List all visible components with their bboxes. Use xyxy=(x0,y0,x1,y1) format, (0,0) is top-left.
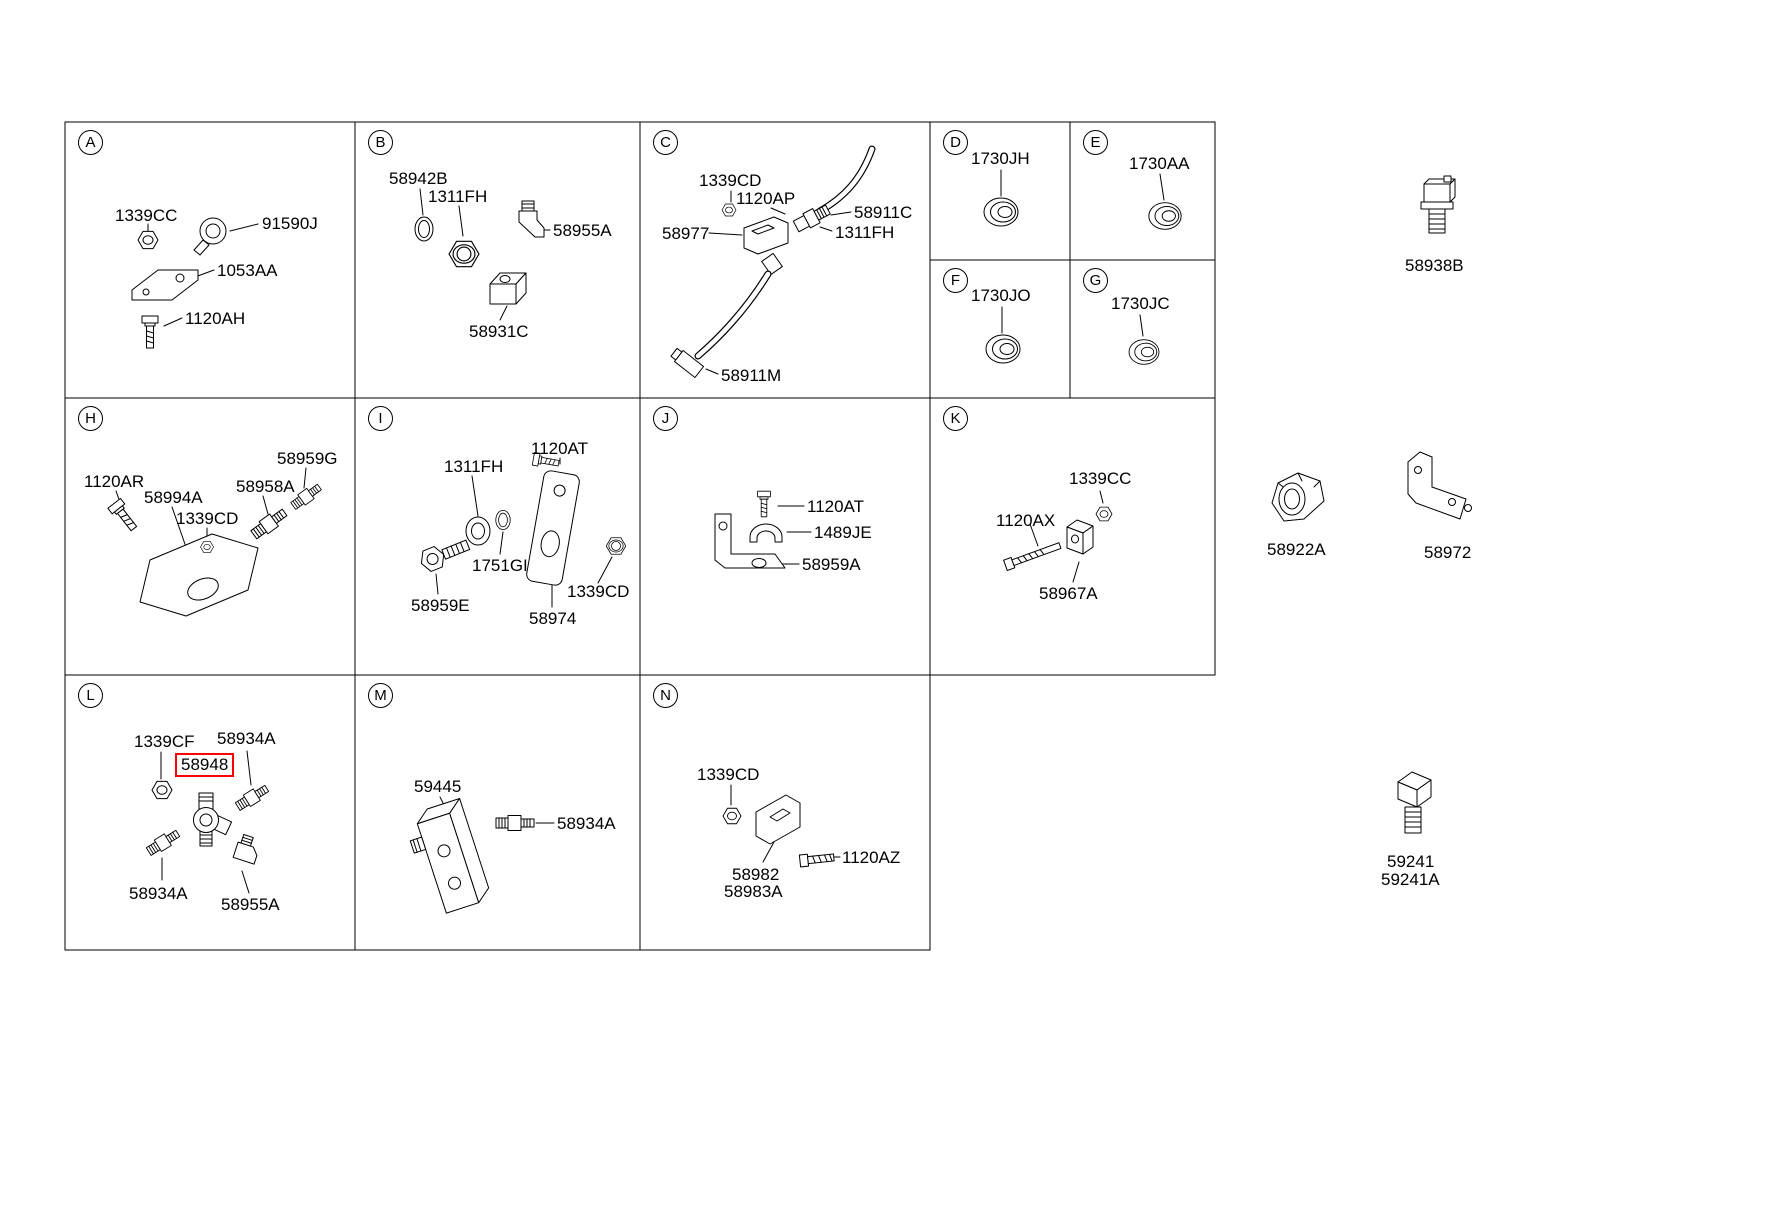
label-k-58967a[interactable]: 58967A xyxy=(1039,584,1098,603)
label-c-1311fh[interactable]: 1311FH xyxy=(835,223,895,242)
label-i-1751gi[interactable]: 1751GI xyxy=(472,556,528,575)
label-b-58955a[interactable]: 58955A xyxy=(553,221,612,240)
grommet-parts xyxy=(983,169,1182,365)
label-b-58931c[interactable]: 58931C xyxy=(469,322,529,341)
cell-letter-e: E xyxy=(1083,130,1108,155)
label-m-58934a[interactable]: 58934A xyxy=(557,814,616,833)
label-58922a[interactable]: 58922A xyxy=(1267,540,1326,559)
loose-parts xyxy=(1271,175,1472,834)
label-l-58955a[interactable]: 58955A xyxy=(221,895,280,914)
label-h-58958a[interactable]: 58958A xyxy=(236,477,295,496)
label-i-1120at[interactable]: 1120AT xyxy=(531,439,589,458)
grid-lines xyxy=(64,121,1216,951)
label-f-1730jo[interactable]: 1730JO xyxy=(971,286,1031,305)
cell-letter-a: A xyxy=(78,130,103,155)
label-c-58911m[interactable]: 58911M xyxy=(721,366,782,385)
label-a-1053aa[interactable]: 1053AA xyxy=(217,261,278,280)
cell-letter-k: K xyxy=(943,406,968,431)
label-n-58982[interactable]: 58982 xyxy=(732,865,780,884)
label-i-58974[interactable]: 58974 xyxy=(529,609,577,628)
cell-j-parts xyxy=(714,490,812,569)
cell-letter-d: D xyxy=(943,130,968,155)
label-m-59445[interactable]: 59445 xyxy=(414,777,462,796)
label-k-1120ax[interactable]: 1120AX xyxy=(996,511,1056,530)
label-l-1339cf[interactable]: 1339CF xyxy=(134,732,195,751)
label-h-58959g[interactable]: 58959G xyxy=(277,449,338,468)
label-a-1120ah[interactable]: 1120AH xyxy=(185,309,246,328)
cell-letter-f: F xyxy=(943,268,968,293)
cell-h-parts xyxy=(107,467,324,617)
cell-l-parts xyxy=(144,750,271,894)
label-d-1730jh[interactable]: 1730JH xyxy=(971,149,1030,168)
label-h-58994a[interactable]: 58994A xyxy=(144,488,203,507)
label-b-58942b[interactable]: 58942B xyxy=(389,169,448,188)
label-c-58911c[interactable]: 58911C xyxy=(854,203,913,222)
cell-m-parts xyxy=(409,796,555,914)
label-e-1730aa[interactable]: 1730AA xyxy=(1129,154,1190,173)
label-59241[interactable]: 59241 xyxy=(1387,852,1435,871)
label-j-1120at[interactable]: 1120AT xyxy=(807,497,865,516)
cell-i-parts xyxy=(420,452,627,608)
cell-a-parts xyxy=(131,217,259,349)
label-a-1339cc[interactable]: 1339CC xyxy=(115,206,178,225)
label-58938b[interactable]: 58938B xyxy=(1405,256,1464,275)
cell-letter-n: N xyxy=(653,683,678,708)
cell-letter-c: C xyxy=(653,130,678,155)
label-59241a[interactable]: 59241A xyxy=(1381,870,1440,889)
label-i-1339cd[interactable]: 1339CD xyxy=(567,582,630,601)
label-h-1120ar[interactable]: 1120AR xyxy=(84,472,145,491)
cell-n-parts xyxy=(722,784,841,868)
cell-k-parts xyxy=(1003,490,1113,583)
label-h-1339cd[interactable]: 1339CD xyxy=(176,509,239,528)
label-i-1311fh[interactable]: 1311FH xyxy=(444,457,504,476)
label-j-58959a[interactable]: 58959A xyxy=(802,555,861,574)
label-c-1120ap[interactable]: 1120AP xyxy=(736,189,796,208)
label-k-1339cc[interactable]: 1339CC xyxy=(1069,469,1132,488)
cell-c-parts xyxy=(670,145,876,379)
label-n-58983a[interactable]: 58983A xyxy=(724,882,783,901)
label-n-1339cd[interactable]: 1339CD xyxy=(697,765,760,784)
cell-letter-j: J xyxy=(653,406,678,431)
label-58972[interactable]: 58972 xyxy=(1424,543,1472,562)
label-l-58934a-1[interactable]: 58934A xyxy=(217,729,276,748)
cell-letter-b: B xyxy=(368,130,393,155)
cell-letter-h: H xyxy=(78,406,103,431)
label-c-1339cd[interactable]: 1339CD xyxy=(699,171,762,190)
cell-letter-i: I xyxy=(368,406,393,431)
cell-b-parts xyxy=(414,188,551,321)
cell-letter-m: M xyxy=(368,683,393,708)
label-l-58934a-2[interactable]: 58934A xyxy=(129,884,188,903)
label-b-1311fh[interactable]: 1311FH xyxy=(428,187,488,206)
cell-letter-g: G xyxy=(1083,268,1108,293)
label-c-58977[interactable]: 58977 xyxy=(662,224,710,243)
label-g-1730jc[interactable]: 1730JC xyxy=(1111,294,1170,313)
label-i-58959e[interactable]: 58959E xyxy=(411,596,470,615)
label-n-1120az[interactable]: 1120AZ xyxy=(842,848,901,867)
cell-letter-l: L xyxy=(78,683,103,708)
label-a-91590j[interactable]: 91590J xyxy=(262,214,318,233)
label-j-1489je[interactable]: 1489JE xyxy=(814,523,872,542)
label-l-58948-selected[interactable]: 58948 xyxy=(175,753,235,777)
